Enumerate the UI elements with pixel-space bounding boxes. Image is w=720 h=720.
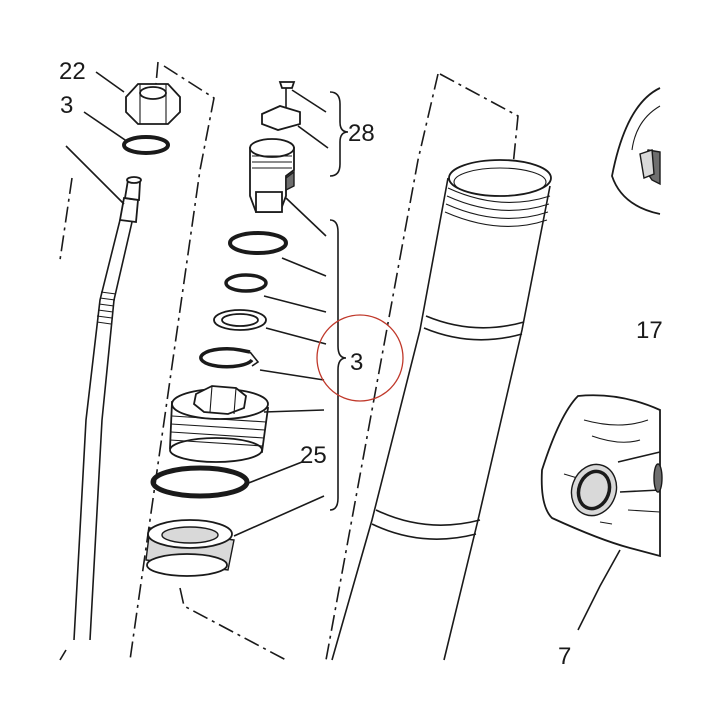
plug-o-ring	[150, 465, 250, 499]
leader-3-c	[263, 295, 327, 313]
o-ring-2	[224, 273, 268, 293]
upper-yoke	[611, 87, 661, 215]
leader-22	[95, 71, 125, 93]
leader-3-b	[281, 257, 327, 277]
label-25: 25	[300, 442, 327, 469]
highlight-circle	[316, 314, 404, 402]
tube-band-2	[375, 509, 481, 526]
label-3-left: 3	[60, 92, 73, 119]
label-3-group: 3	[350, 349, 363, 376]
leader-28-b	[297, 125, 329, 149]
bottom-cup	[145, 519, 235, 577]
adjuster-plate	[261, 105, 301, 131]
valve-body	[249, 138, 295, 213]
label-22: 22	[59, 58, 86, 85]
rod-thread	[96, 291, 117, 325]
leader-3-d	[265, 327, 327, 345]
tube-dashed-outline	[439, 73, 519, 177]
left-dashed-outline	[59, 177, 73, 261]
damper-rod-assembly	[59, 61, 215, 661]
cartridge-stack	[145, 81, 301, 661]
tube-left-edge	[331, 177, 449, 661]
tube-right-edge	[443, 185, 551, 661]
leader-3-f	[263, 409, 325, 413]
label-17: 17	[636, 317, 663, 344]
label-7: 7	[558, 643, 571, 670]
tube-band-1	[425, 315, 525, 329]
damper-rod	[73, 219, 121, 641]
threaded-plug	[169, 385, 270, 463]
leader-28-a	[291, 89, 327, 113]
fork-tube	[325, 73, 552, 661]
brace-3	[329, 219, 347, 511]
leader-rod	[65, 145, 125, 205]
leader-3-left	[83, 111, 129, 143]
leader-3-e	[259, 369, 325, 381]
lower-yoke	[540, 394, 663, 558]
o-ring-1	[228, 231, 288, 255]
leader-3-a	[285, 197, 327, 237]
center-axis-dashed	[129, 65, 215, 661]
label-28: 28	[348, 120, 375, 147]
leader-25	[245, 461, 303, 485]
brace-28	[329, 91, 349, 177]
leader-3-g	[233, 495, 325, 537]
hex-nut	[125, 83, 181, 125]
rod-o-ring	[122, 135, 170, 155]
circlip	[199, 347, 254, 369]
leader-7	[577, 549, 621, 631]
